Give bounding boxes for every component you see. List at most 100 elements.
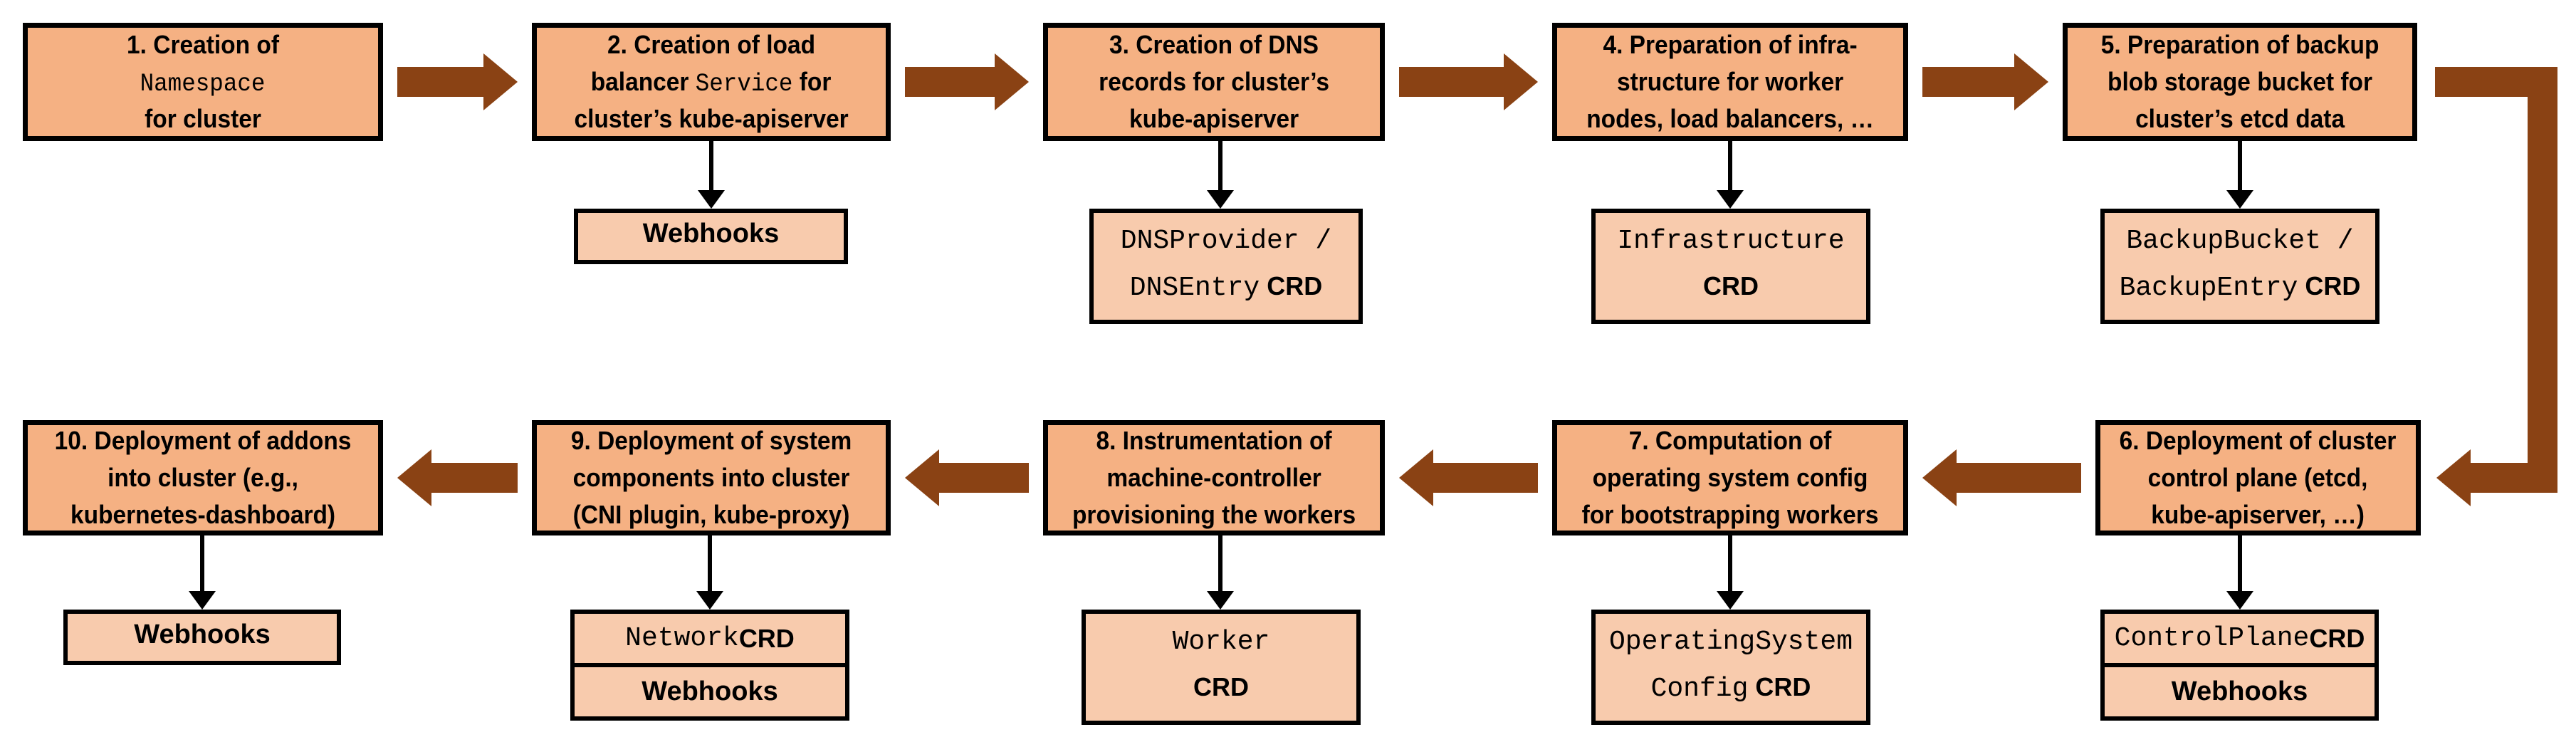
flow-arrow-1-2: [397, 53, 518, 110]
step-2-webhooks-box: Webhooks: [574, 209, 848, 264]
step-2-line-3: cluster’s kube-apiserver: [574, 100, 848, 137]
arrow-body: [939, 463, 1029, 493]
arrow-left-icon: [397, 449, 431, 506]
arrow-right-icon: [2014, 53, 2048, 110]
flow-arrow-3-4: [1399, 53, 1538, 110]
down-arrow-step-6: [2226, 535, 2253, 610]
step-2-text: 2. Creation of load: [607, 30, 816, 59]
arrow-down-icon: [2226, 190, 2253, 209]
step-6-crd-cell: ControlPlane CRD: [2105, 614, 2375, 663]
step-10-text: into cluster (e.g.,: [108, 463, 298, 492]
step-6-text: kube-apiserver, …): [2151, 500, 2365, 529]
step-7-text: 7. Computation of: [1628, 426, 1832, 455]
step-10-text: 10. Deployment of addons: [54, 426, 352, 455]
step-4-box: 4. Preparation of infra- structure for w…: [1552, 23, 1908, 141]
crd-line: Worker: [1173, 622, 1270, 667]
crd-line: CRD: [1703, 266, 1759, 313]
webhooks-line: Webhooks: [643, 213, 779, 260]
step-1-line-2: Namespace: [140, 63, 266, 100]
step-5-line-3: cluster’s etcd data: [2135, 100, 2345, 137]
arrow-down-icon: [696, 591, 723, 610]
step-6-text: 6. Deployment of cluster: [2120, 426, 2397, 455]
step-2-box: 2. Creation of load balancer Service for…: [532, 23, 891, 141]
arrow-stem: [1218, 141, 1222, 191]
step-6-line-3: kube-apiserver, …): [2152, 496, 2365, 533]
flow-arrow-4-5: [1922, 53, 2048, 110]
step-9-crd-cell: Network CRD: [575, 614, 845, 663]
config-crd-label: Config: [1650, 673, 1749, 704]
infrastructure-crd-label: Infrastructure: [1617, 225, 1845, 256]
arrow-body: [905, 67, 995, 97]
down-arrow-step-9: [696, 535, 723, 610]
arrow-stem: [1728, 141, 1732, 191]
crd-line: BackupEntry CRD: [2120, 266, 2361, 313]
step-4-text: structure for worker: [1616, 67, 1844, 96]
step-6-crd-webhooks-box: ControlPlane CRD Webhooks: [2100, 610, 2379, 721]
arrow-right-icon: [1504, 53, 1538, 110]
arrow-down-icon: [1207, 190, 1234, 209]
namespace-resource-label: Namespace: [140, 70, 266, 98]
flow-arrow-7-8: [1399, 449, 1538, 506]
crd-line: OperatingSystem: [1609, 622, 1853, 667]
step-8-text: 8. Instrumentation of: [1096, 426, 1332, 455]
arrow-down-icon: [698, 190, 725, 209]
step-4-crd-box: Infrastructure CRD: [1591, 209, 1870, 324]
step-8-text: machine-controller: [1106, 463, 1321, 492]
arrow-body: [1957, 463, 2081, 493]
step-8-text: provisioning the workers: [1072, 500, 1356, 529]
arrow-stem: [1218, 535, 1222, 592]
step-10-webhooks-box: Webhooks: [63, 610, 341, 665]
step-10-line-2: into cluster (e.g.,: [108, 459, 298, 496]
webhooks-label: Webhooks: [134, 620, 271, 649]
step-3-text: kube-apiserver: [1129, 104, 1299, 133]
crd-label: CRD: [1193, 672, 1249, 701]
crd-label: CRD: [738, 623, 795, 653]
network-crd-label: Network: [625, 623, 739, 654]
backupentry-crd-label: BackupEntry: [2119, 272, 2298, 303]
step-9-line-2: components into cluster: [573, 459, 850, 496]
arrow-right-icon: [995, 53, 1029, 110]
step-9-text: (CNI plugin, kube-proxy): [572, 500, 850, 529]
crd-line: CRD: [1193, 667, 1249, 714]
step-6-line-2: control plane (etcd,: [2148, 459, 2368, 496]
step-9-line-1: 9. Deployment of system: [571, 422, 852, 459]
step-4-line-1: 4. Preparation of infra-: [1603, 26, 1857, 63]
step-5-line-1: 5. Preparation of backup: [2101, 26, 2379, 63]
step-4-line-3: nodes, load balancers, …: [1586, 100, 1874, 137]
flow-arrow-6-7: [1922, 449, 2081, 506]
step-5-text: cluster’s etcd data: [2135, 104, 2345, 133]
arrow-stem: [709, 141, 713, 191]
step-8-crd-box: Worker CRD: [1082, 610, 1361, 725]
step-5-box: 5. Preparation of backup blob storage bu…: [2063, 23, 2417, 141]
arrow-body: [1922, 67, 2014, 97]
down-arrow-step-3: [1207, 141, 1234, 209]
backupbucket-crd-label: BackupBucket /: [2126, 225, 2354, 256]
step-8-line-1: 8. Instrumentation of: [1096, 422, 1331, 459]
crd-line: Config CRD: [1651, 667, 1811, 714]
dnsprovider-crd-label: DNSProvider /: [1120, 225, 1332, 256]
arrow-left-icon: [1399, 449, 1433, 506]
service-resource-label: Service: [696, 70, 793, 98]
down-arrow-step-2: [698, 141, 725, 209]
step-7-line-3: for bootstrapping workers: [1582, 496, 1879, 533]
webhooks-label: Webhooks: [642, 676, 778, 706]
webhooks-label: Webhooks: [642, 219, 780, 249]
step-3-line-2: records for cluster’s: [1099, 63, 1329, 100]
step-1-line-3: for cluster: [145, 100, 261, 137]
step-8-line-3: provisioning the workers: [1072, 496, 1356, 533]
step-8-line-2: machine-controller: [1106, 459, 1321, 496]
step-4-text: nodes, load balancers, …: [1586, 104, 1874, 133]
crd-line: DNSProvider /: [1121, 221, 1331, 266]
down-arrow-step-8: [1207, 535, 1234, 610]
step-7-line-2: operating system config: [1593, 459, 1868, 496]
step-2-line-2: balancer Service for: [591, 63, 832, 100]
step-5-crd-box: BackupBucket / BackupEntry CRD: [2100, 209, 2379, 324]
step-5-line-2: blob storage bucket for: [2108, 63, 2372, 100]
webhooks-line: Webhooks: [134, 614, 270, 661]
arrow-body: [2528, 67, 2557, 493]
controlplane-crd-label: ControlPlane: [2114, 623, 2310, 654]
arrow-down-icon: [1717, 190, 1744, 209]
step-3-text: 3. Creation of DNS: [1109, 30, 1319, 59]
step-8-box: 8. Instrumentation of machine-controller…: [1043, 420, 1385, 535]
step-7-line-1: 7. Computation of: [1629, 422, 1832, 459]
